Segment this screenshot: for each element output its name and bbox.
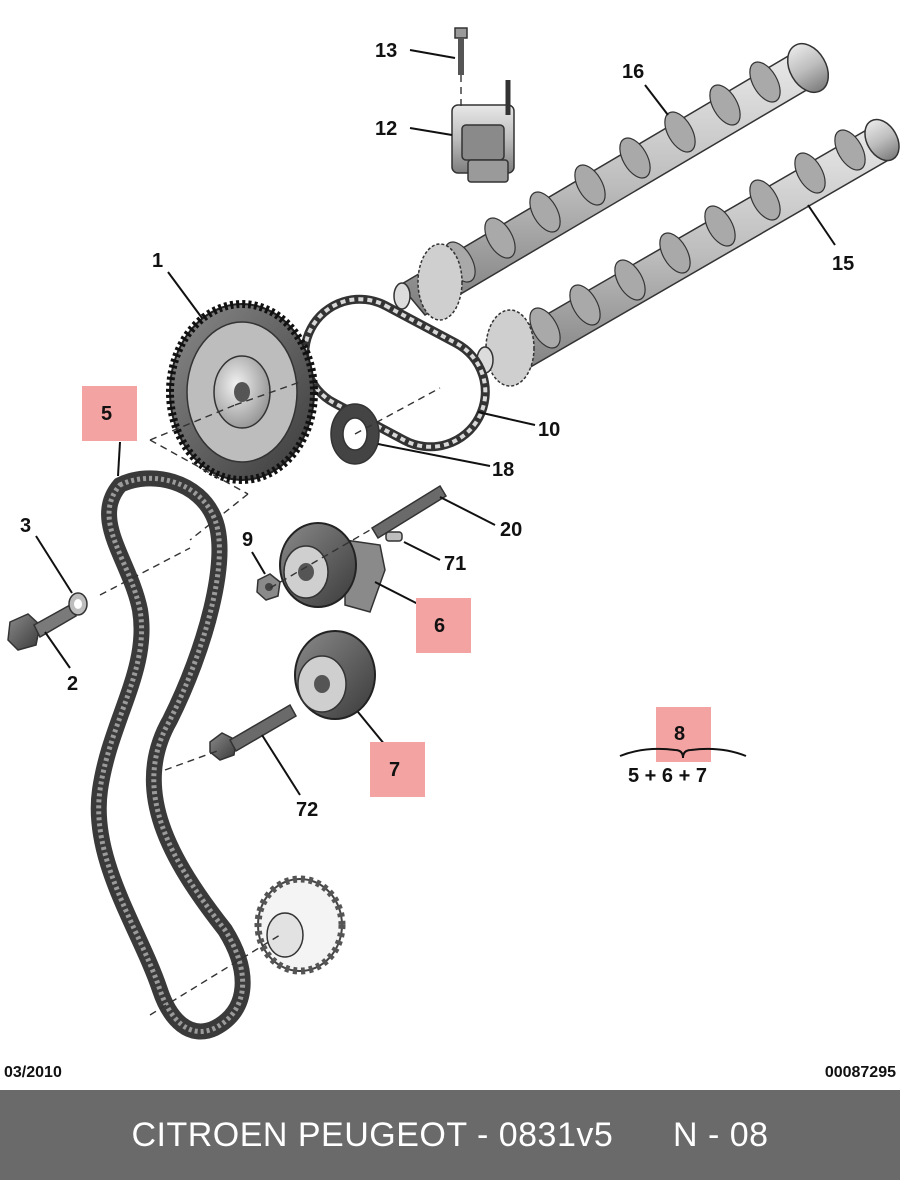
highlight-box-6 xyxy=(416,598,471,653)
callout-10: 10 xyxy=(538,419,560,441)
bolt-72 xyxy=(209,703,298,761)
crankshaft-sprocket xyxy=(254,875,346,975)
idler-roller xyxy=(294,630,376,720)
highlight-box-7 xyxy=(370,742,425,797)
washer-3 xyxy=(68,592,88,616)
callout-3: 3 xyxy=(20,515,31,537)
diagram-code: 00087295 xyxy=(824,1064,896,1081)
camshaft-pulley xyxy=(166,300,318,484)
highlight-box-5 xyxy=(82,386,137,441)
parts-diagram: 13 12 16 15 1 10 18 20 71 5 3 2 9 6 7 72… xyxy=(7,27,900,1040)
callout-5: 5 xyxy=(101,403,112,425)
pin-71 xyxy=(385,531,403,542)
timing-chain xyxy=(300,294,490,452)
timing-belt xyxy=(90,470,251,1040)
callout-20: 20 xyxy=(500,519,522,541)
callout-15: 15 xyxy=(832,253,854,275)
callout-72: 72 xyxy=(296,799,318,821)
footer-bar: CITROEN PEUGEOT - 0831v5 N - 08 xyxy=(0,1090,900,1180)
callout-8: 8 xyxy=(674,723,685,745)
callout-1: 1 xyxy=(152,250,163,272)
kit-brace xyxy=(619,747,747,759)
callout-6: 6 xyxy=(434,615,445,637)
stud-20 xyxy=(370,484,448,540)
camshaft-lower xyxy=(476,118,900,387)
callout-16: 16 xyxy=(622,61,644,83)
kit-formula: 5 + 6 + 7 xyxy=(628,765,707,787)
callout-2: 2 xyxy=(67,673,78,695)
tensioner-bolt xyxy=(454,27,468,108)
leader-lines xyxy=(35,49,836,796)
bolt-2 xyxy=(7,603,78,651)
callout-18: 18 xyxy=(492,459,514,481)
camshaft-upper xyxy=(393,43,830,321)
alignment-lines xyxy=(99,381,441,1016)
callout-9: 9 xyxy=(242,529,253,551)
belt-tensioner-roller xyxy=(279,522,386,613)
callout-12: 12 xyxy=(375,118,397,140)
chain-tensioner xyxy=(451,80,515,183)
callout-71: 71 xyxy=(444,553,466,575)
nut-9 xyxy=(256,573,281,601)
callout-7: 7 xyxy=(389,759,400,781)
callout-13: 13 xyxy=(375,40,397,62)
diagram-date: 03/2010 xyxy=(4,1064,62,1081)
footer-title: CITROEN PEUGEOT - 0831v5 N - 08 xyxy=(131,1115,769,1154)
